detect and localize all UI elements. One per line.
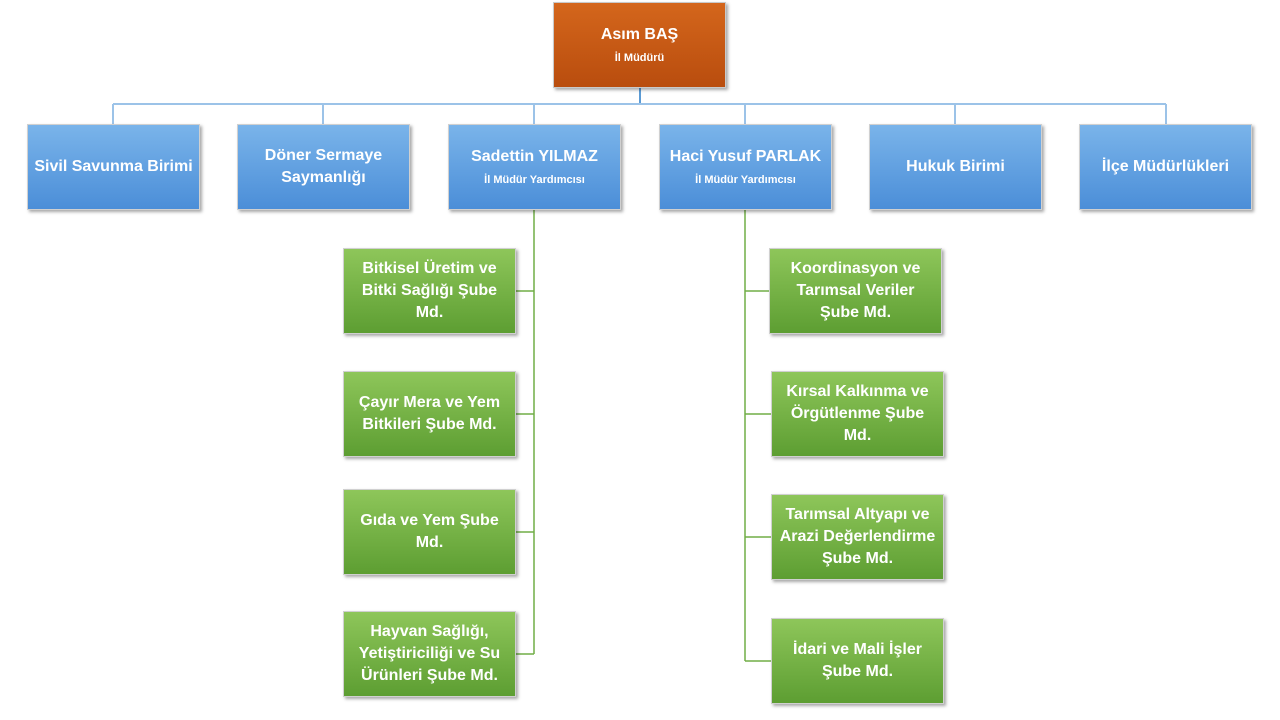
node-label: Döner Sermaye Saymanlığı [264, 147, 383, 186]
node-hukuk-birimi: Hukuk Birimi [869, 124, 1042, 210]
node-label: İlçe Müdürlükleri [1101, 158, 1230, 175]
node-koordinasyon: Koordinasyon ve Tarımsal Veriler Şube Md… [769, 248, 942, 334]
node-label: Çayır Mera ve Yem Bitkileri Şube Md. [358, 394, 501, 433]
node-label: Gıda ve Yem Şube Md. [360, 512, 499, 551]
node-label: Sivil Savunma Birimi [34, 158, 193, 175]
node-label: Tarımsal Altyapı ve Arazi Değerlendirme … [779, 506, 936, 567]
node-label: Kırsal Kalkınma ve Örgütlenme Şube Md. [786, 383, 929, 444]
node-top-name: Asım BAŞ [600, 26, 679, 43]
node-title: İl Müdür Yardımcısı [484, 174, 585, 186]
node-title: İl Müdür Yardımcısı [695, 174, 796, 186]
node-tarimsal-altyapi: Tarımsal Altyapı ve Arazi Değerlendirme … [771, 494, 944, 580]
node-haci-yusuf-parlak: Haci Yusuf PARLAK İl Müdür Yardımcısı [659, 124, 832, 210]
node-bitkisel-uretim: Bitkisel Üretim ve Bitki Sağlığı Şube Md… [343, 248, 516, 334]
node-idari-mali: İdari ve Mali İşler Şube Md. [771, 618, 944, 704]
node-doner-sermaye: Döner Sermaye Saymanlığı [237, 124, 410, 210]
node-cayir-mera: Çayır Mera ve Yem Bitkileri Şube Md. [343, 371, 516, 457]
node-label: Bitkisel Üretim ve Bitki Sağlığı Şube Md… [361, 260, 498, 321]
node-gida-yem: Gıda ve Yem Şube Md. [343, 489, 516, 575]
node-label: Sadettin YILMAZ [471, 148, 598, 165]
node-sadettin-yilmaz: Sadettin YILMAZ İl Müdür Yardımcısı [448, 124, 621, 210]
node-label: İdari ve Mali İşler Şube Md. [793, 641, 922, 680]
node-sivil-savunma: Sivil Savunma Birimi [27, 124, 200, 210]
node-kirsal-kalkinma: Kırsal Kalkınma ve Örgütlenme Şube Md. [771, 371, 944, 457]
node-hayvan-sagligi: Hayvan Sağlığı, Yetiştiriciliği ve Su Ür… [343, 611, 516, 697]
node-top-title: İl Müdürü [614, 52, 665, 64]
node-top: Asım BAŞ İl Müdürü [553, 2, 726, 88]
node-ilce-mudurlukleri: İlçe Müdürlükleri [1079, 124, 1252, 210]
node-label: Koordinasyon ve Tarımsal Veriler Şube Md… [790, 260, 921, 321]
node-label: Hayvan Sağlığı, Yetiştiriciliği ve Su Ür… [358, 623, 501, 684]
node-label: Haci Yusuf PARLAK [669, 148, 822, 165]
node-label: Hukuk Birimi [906, 158, 1005, 175]
